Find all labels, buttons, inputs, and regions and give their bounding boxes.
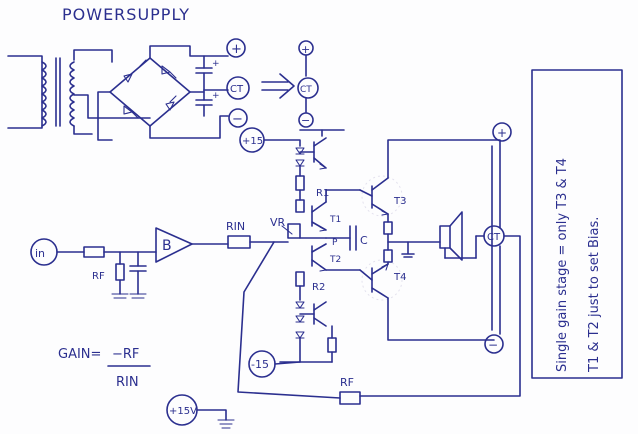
input-section: in RF B RIN (30, 220, 341, 399)
minus15-rail: -15 (248, 350, 301, 378)
svg-text:T4: T4 (393, 272, 406, 283)
supply-terminals: + CT − (226, 38, 250, 128)
symbolic-supply: + CT − (297, 40, 319, 128)
svg-text:C: C (360, 234, 368, 247)
feedback-resistor: RF (339, 376, 361, 405)
svg-text:+: + (212, 59, 220, 69)
svg-text:+: + (231, 42, 242, 57)
svg-text:RIN: RIN (226, 220, 245, 233)
speaker-icon (439, 211, 485, 261)
svg-text:−RF: −RF (112, 347, 139, 362)
filter-capacitors: + + (195, 55, 229, 117)
bridge-rectifier (97, 45, 229, 141)
svg-text:T3: T3 (393, 196, 406, 207)
svg-text:T2: T2 (329, 255, 341, 265)
title: POWERSUPPLY (62, 5, 190, 24)
svg-text:T1: T1 (329, 215, 341, 225)
svg-text:+15: +15 (242, 136, 263, 147)
svg-text:+: + (212, 91, 220, 101)
equivalent-arrow (261, 73, 295, 99)
svg-text:CT: CT (230, 84, 244, 95)
transformer (7, 49, 151, 135)
svg-text:−: − (488, 338, 498, 352)
note-line-2: T1 & T2 just to set Bias. (587, 217, 602, 373)
svg-text:+15V: +15V (169, 406, 197, 417)
bias-stage: T1 VR P T2 R2 C (270, 189, 368, 363)
svg-text:in: in (35, 247, 45, 260)
svg-text:VR: VR (270, 216, 286, 229)
svg-text:+: + (301, 43, 310, 56)
svg-text:RF: RF (340, 376, 354, 389)
svg-text:−: − (232, 112, 243, 127)
svg-text:R2: R2 (312, 282, 325, 293)
svg-text:RF: RF (92, 271, 105, 282)
svg-text:CT: CT (300, 85, 312, 95)
svg-text:B: B (162, 238, 172, 254)
output-stage: T3 T4 (359, 139, 501, 341)
gain-formula: GAIN= −RF RIN (58, 347, 151, 390)
svg-text:-15: -15 (251, 358, 269, 371)
bias-note-box: Single gain stage = only T3 & T4 T1 & T2… (531, 69, 623, 379)
svg-text:−: − (301, 114, 310, 127)
output-supply: + CT − (359, 122, 521, 397)
svg-text:P: P (332, 238, 338, 248)
svg-text:CT: CT (487, 232, 501, 243)
plus15v-supply: +15V (166, 394, 235, 429)
svg-text:R1: R1 (316, 188, 329, 199)
svg-text:+: + (497, 126, 507, 140)
note-line-1: Single gain stage = only T3 & T4 (555, 158, 570, 372)
svg-text:GAIN=: GAIN= (58, 347, 101, 362)
svg-text:RIN: RIN (116, 375, 139, 390)
plus15-rail: +15 R1 (239, 127, 345, 213)
